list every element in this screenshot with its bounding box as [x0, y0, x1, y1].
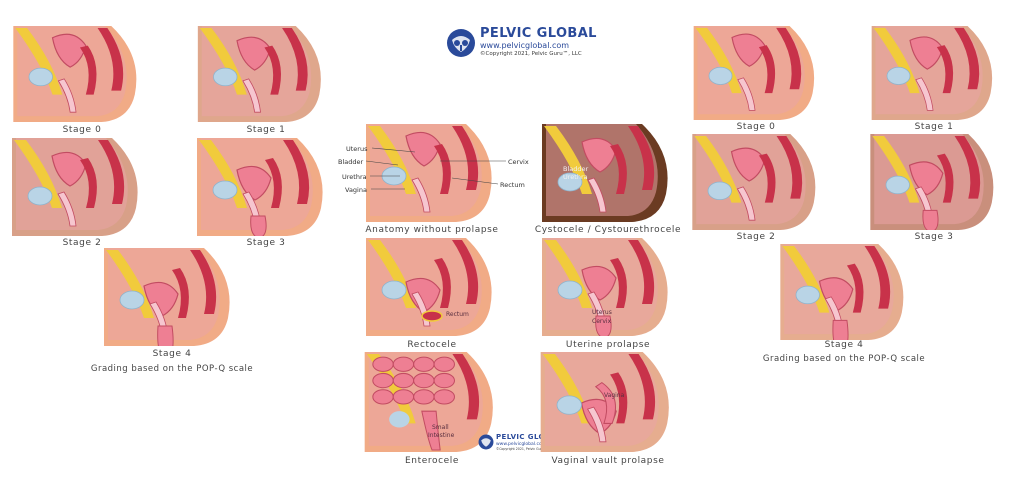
uterine-prolapse-illustration [540, 238, 674, 336]
right-grading-note: Grading based on the POP-Q scale [762, 354, 926, 364]
label-cervix: Cervix [508, 158, 529, 166]
rectocele-label-rectum: Rectum [446, 311, 469, 318]
vault-label-vagina: Vagina [604, 392, 625, 399]
left-grading-note: Grading based on the POP-Q scale [90, 364, 254, 374]
vaginal-vault-illustration [540, 352, 674, 452]
cystocele-illustration [540, 124, 674, 222]
label-urethra: Urethra [342, 173, 367, 181]
right-stage-4-illustration-drawing [780, 244, 904, 340]
right-stage-0-illustration [690, 26, 822, 120]
right-stage-0-illustration-drawing [693, 26, 815, 120]
label-rectum: Rectum [500, 181, 525, 189]
small-logo-url-text: www.pelvicglobal.com [496, 442, 547, 447]
enterocele-label-intestine: Intestine [428, 432, 455, 439]
logo-brand-text: PELVIC GLOBAL [480, 26, 597, 41]
left-stage-2-illustration [12, 138, 142, 236]
enterocele-caption: Enterocele [405, 456, 459, 466]
uterine-prolapse-caption: Uterine prolapse [565, 340, 651, 350]
right-stage-2-illustration [690, 134, 822, 230]
right-stage-1-illustration-drawing [871, 26, 993, 120]
left-stage-3-caption: Stage 3 [246, 238, 286, 248]
uterine-label-uterus: Uterus [592, 309, 612, 316]
uterine-prolapse-illustration-drawing [542, 238, 668, 336]
left-stage-3-illustration-drawing [197, 138, 323, 236]
cystocele-illustration-drawing [542, 124, 668, 222]
rectocele-caption: Rectocele [407, 340, 457, 350]
right-stage-3-illustration [868, 134, 1000, 230]
label-uterus: Uterus [346, 145, 368, 153]
left-stage-4-illustration-drawing [104, 248, 230, 346]
cystocele-caption: Cystocele / Cystourethrocele [534, 225, 682, 235]
anatomy-caption: Anatomy without prolapse [365, 225, 499, 235]
right-stage-2-illustration-drawing [692, 134, 816, 230]
anatomy-illustration [364, 124, 498, 222]
cystocele-label-bladder: Bladder [563, 165, 589, 173]
right-stage-2-caption: Stage 2 [736, 232, 776, 242]
right-stage-4-caption: Stage 4 [824, 340, 864, 350]
left-stage-1-illustration-drawing [197, 26, 321, 122]
enterocele-illustration-drawing [364, 352, 493, 452]
pelvis-logo-small-icon [478, 434, 494, 450]
left-stage-1-caption: Stage 1 [246, 125, 286, 135]
left-stage-2-caption: Stage 2 [62, 238, 102, 248]
logo-url-text: www.pelvicglobal.com [480, 41, 570, 50]
rectocele-illustration [364, 238, 498, 336]
cystocele-label-urethra: Urethra [563, 173, 588, 181]
label-vagina: Vagina [345, 186, 367, 194]
left-stage-4-illustration [104, 248, 234, 346]
small-logo-brand-text: PELVIC GLOBAL [496, 433, 562, 441]
left-stage-2-illustration-drawing [12, 138, 138, 236]
rectocele-illustration-drawing [366, 238, 492, 336]
uterine-label-cervix: Cervix [592, 318, 612, 325]
enterocele-label-small: Small [432, 424, 449, 431]
left-stage-1-illustration [194, 26, 329, 122]
small-logo-copyright-text: ©Copyright 2021, Pelvic Guru™, LLC [496, 447, 555, 451]
left-stage-0-illustration [12, 26, 142, 122]
anatomy-illustration-drawing [366, 124, 492, 222]
left-stage-3-illustration [196, 138, 328, 236]
left-stage-0-caption: Stage 0 [62, 125, 102, 135]
right-stage-3-caption: Stage 3 [914, 232, 954, 242]
right-stage-3-illustration-drawing [870, 134, 994, 230]
pelvic-global-small-logo: PELVIC GLOBAL www.pelvicglobal.com ©Copy… [478, 432, 561, 452]
pelvis-logo-icon [447, 29, 475, 57]
logo-copyright-text: ©Copyright 2021, Pelvic Guru™, LLC [480, 51, 582, 57]
enterocele-illustration [364, 352, 498, 452]
label-bladder: Bladder [338, 158, 364, 166]
vaginal-vault-caption: Vaginal vault prolapse [551, 456, 665, 466]
right-stage-1-illustration [868, 26, 1000, 120]
left-stage-0-illustration-drawing [13, 26, 137, 122]
left-stage-4-caption: Stage 4 [152, 349, 192, 359]
vaginal-vault-illustration-drawing [540, 352, 669, 452]
right-stage-0-caption: Stage 0 [736, 122, 776, 132]
right-stage-4-illustration [778, 244, 910, 340]
pelvic-global-logo: PELVIC GLOBAL www.pelvicglobal.com ©Copy… [446, 26, 596, 60]
right-stage-1-caption: Stage 1 [914, 122, 954, 132]
